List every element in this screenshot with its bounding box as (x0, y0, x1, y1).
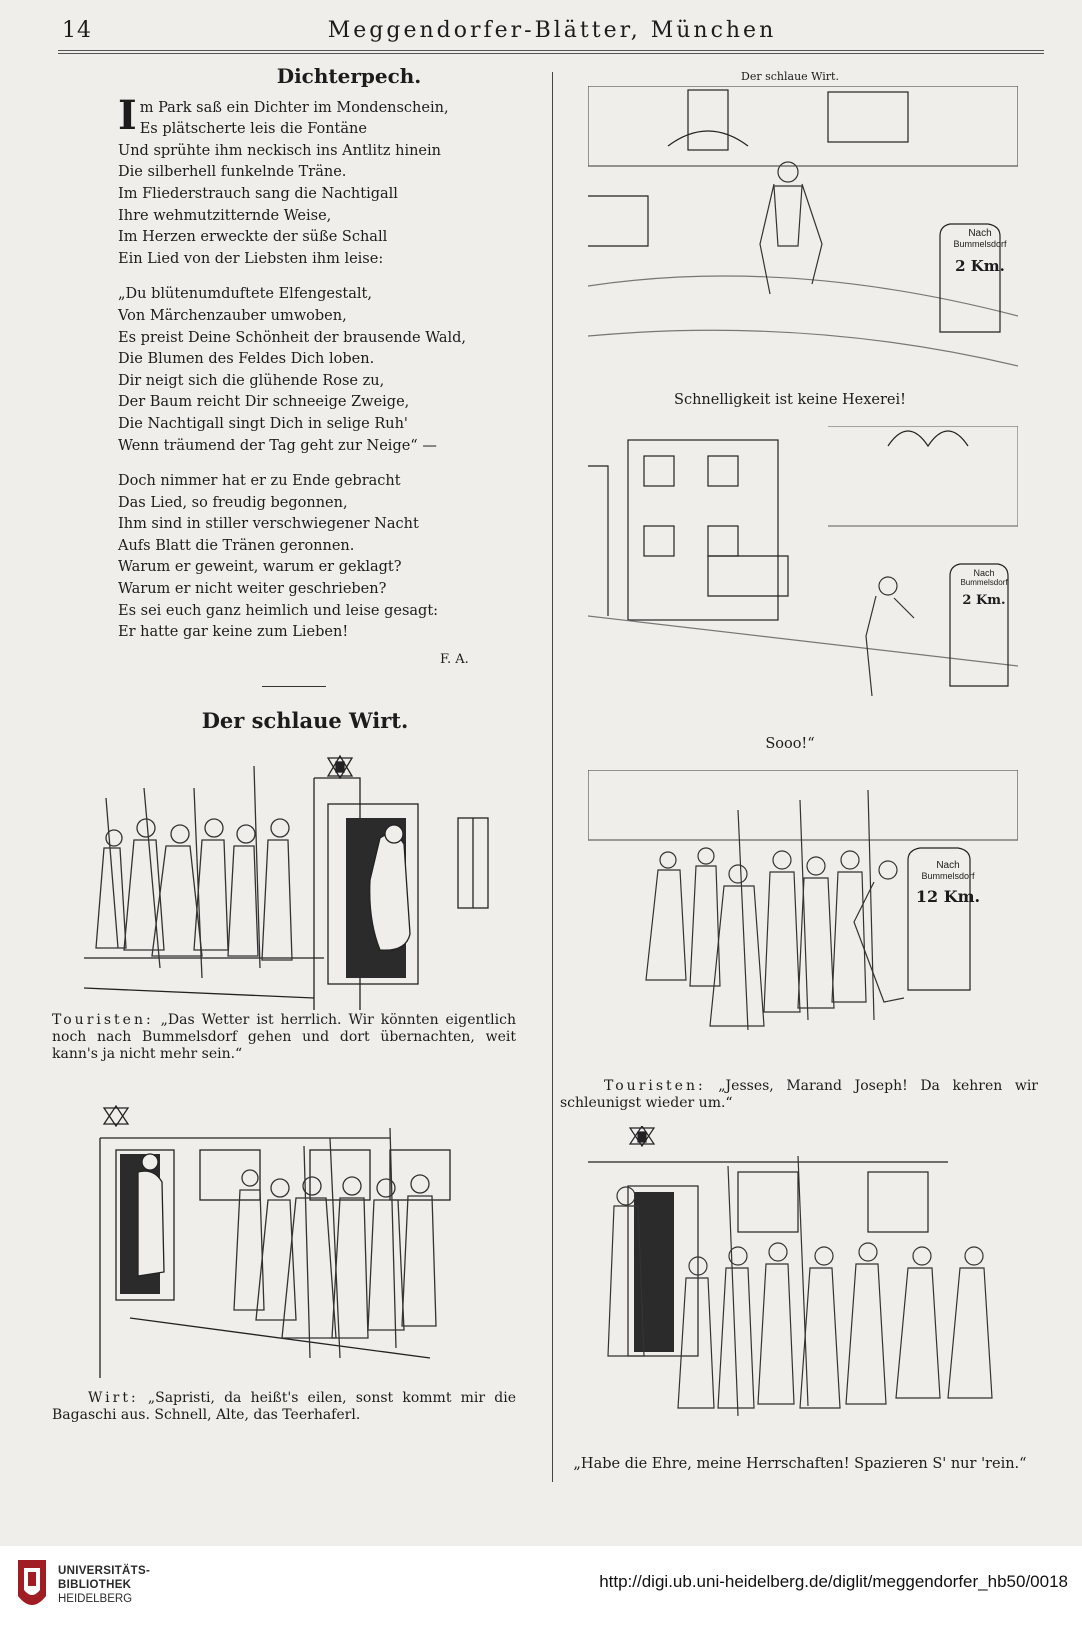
poem-stanza-3: Doch nimmer hat er zu Ende gebracht Das … (118, 471, 518, 644)
viewer-footer: UNIVERSITÄTS- BIBLIOTHEK HEIDELBERG http… (0, 1546, 1082, 1626)
poem-line: Im Herzen erweckte der süße Schall (118, 229, 388, 246)
scanned-page: 14 Meggendorfer-Blätter, München Dichter… (52, 14, 1044, 1482)
poem-line: Wenn träumend der Tag geht zur Neige“ — (118, 437, 437, 454)
signpost-line2: Bummelsdorf (921, 871, 975, 881)
caption-text: „Das Wetter ist herrlich. Wir könnten ei… (52, 1012, 516, 1062)
signpost-panel-4: Nach Bummelsdorf 2 Km. (946, 568, 1022, 648)
signpost-distance: 2 Km. (955, 257, 1005, 275)
caption-panel-3: Schnelligkeit ist keine Hexerei! (674, 392, 906, 408)
caption-speaker: Touristen: (604, 1078, 706, 1094)
permalink-url[interactable]: http://digi.ub.uni-heidelberg.de/diglit/… (599, 1572, 1068, 1591)
caption-panel-4: Sooo!“ (765, 736, 815, 752)
cartoon-panel-5 (588, 770, 1018, 1054)
poem-line: Es plätscherte leis die Fontäne (139, 121, 367, 138)
poem-dropcap: I (118, 91, 137, 139)
poem-line: Doch nimmer hat er zu Ende gebracht (118, 473, 401, 490)
page-number: 14 (62, 18, 92, 43)
poem-line: m Park saß ein Dichter im Mondenschein, (139, 99, 449, 116)
poem-line: Von Märchenzauber umwoben, (118, 307, 347, 324)
institution-line-1: UNIVERSITÄTS- (58, 1565, 151, 1577)
poem-line: Das Lied, so freudig begonnen, (118, 494, 348, 511)
caption-speaker: Touristen: (52, 1012, 154, 1028)
column-divider (552, 72, 553, 1482)
poem-line: Ein Lied von der Liebsten ihm leise: (118, 250, 384, 267)
caption-panel-5: Touristen: „Jesses, Marand Joseph! Da ke… (560, 1078, 1038, 1112)
university-seal-icon (18, 1560, 46, 1605)
poem-signature: F. A. (440, 652, 469, 667)
poem-line: Warum er nicht weiter geschrieben? (118, 581, 387, 598)
caption-panel-1: Touristen: „Das Wetter ist herrlich. Wir… (52, 1012, 516, 1063)
poem-line: Er hatte gar keine zum Lieben! (118, 624, 349, 641)
cartoon-panel-6 (588, 1126, 1018, 1444)
poem-line: Ihm sind in stiller verschwiegener Nacht (118, 516, 419, 533)
poem-line: „Du blütenumduftete Elfengestalt, (118, 286, 372, 303)
poem-line: Warum er geweint, warum er geklagt? (118, 559, 402, 576)
signpost-distance: 2 Km. (962, 593, 1006, 608)
poem-line: Der Baum reicht Dir schneeige Zweige, (118, 394, 410, 411)
institution-name: UNIVERSITÄTS- BIBLIOTHEK HEIDELBERG (58, 1564, 150, 1606)
cartoon-panel-2 (90, 1098, 516, 1378)
poem-stanza-2: „Du blütenumduftete Elfengestalt, Von Mä… (118, 284, 518, 457)
running-title: Meggendorfer-Blätter, München (327, 18, 777, 43)
poem-line: Dir neigt sich die glühende Rose zu, (118, 372, 385, 389)
signpost-panel-3: Nach Bummelsdorf 2 Km. (940, 228, 1020, 338)
signpost-line2: Bummelsdorf (953, 239, 1007, 249)
caption-panel-6: „Habe die Ehre, meine Herrschaften! Spaz… (573, 1456, 1027, 1472)
poem-line: Aufs Blatt die Tränen geronnen. (118, 537, 355, 554)
poem-line: Es preist Deine Schönheit der brausende … (118, 329, 467, 346)
poem-line: Ihre wehmutzitternde Weise, (118, 207, 332, 224)
section-divider (262, 686, 326, 687)
poem-line: Die Blumen des Feldes Dich loben. (118, 351, 375, 368)
poem-line: Es sei euch ganz heimlich und leise gesa… (118, 602, 439, 619)
caption-text: „Jesses, Marand Joseph! Da kehren wir sc… (560, 1078, 1038, 1111)
poem-line: Die silberhell funkelnde Träne. (118, 164, 347, 181)
signpost-distance: 12 Km. (915, 887, 981, 906)
poem: Dichterpech. I m Park saß ein Dichter im… (118, 64, 518, 658)
running-head: 14 Meggendorfer-Blätter, München (62, 14, 1042, 48)
institution-line-2: BIBLIOTHEK (58, 1579, 132, 1591)
caption-panel-2: Wirt: „Sapristi, da heißt's eilen, sonst… (52, 1390, 516, 1424)
poem-line: Und sprühte ihm neckisch ins Antlitz hin… (118, 142, 441, 159)
caption-text: „Sapristi, da heißt's eilen, sonst kommt… (52, 1390, 516, 1423)
signpost-line1: Nach (973, 568, 995, 578)
poem-title: Dichterpech. (276, 64, 422, 88)
institution-line-3: HEIDELBERG (58, 1593, 133, 1605)
header-rule-double (58, 53, 1044, 54)
cartoon-panel-1 (84, 748, 516, 1010)
signpost-line2: Bummelsdorf (960, 578, 1008, 587)
right-column-heading: Der schlaue Wirt. (741, 70, 839, 83)
cartoon-panel-4 (588, 426, 1018, 726)
cartoon-panel-3 (588, 86, 1018, 382)
poem-stanza-1: I m Park saß ein Dichter im Mondenschein… (118, 91, 518, 271)
story-title: Der schlaue Wirt. (201, 708, 409, 733)
signpost-panel-5: Nach Bummelsdorf 12 Km. (906, 860, 990, 950)
poem-line: Im Fliederstrauch sang die Nachtigall (118, 185, 398, 202)
caption-speaker: Wirt: (88, 1390, 139, 1406)
header-rule (58, 50, 1044, 51)
signpost-line1: Nach (968, 228, 992, 239)
signpost-line1: Nach (936, 860, 960, 871)
poem-line: Die Nachtigall singt Dich in selige Ruh' (118, 415, 408, 432)
